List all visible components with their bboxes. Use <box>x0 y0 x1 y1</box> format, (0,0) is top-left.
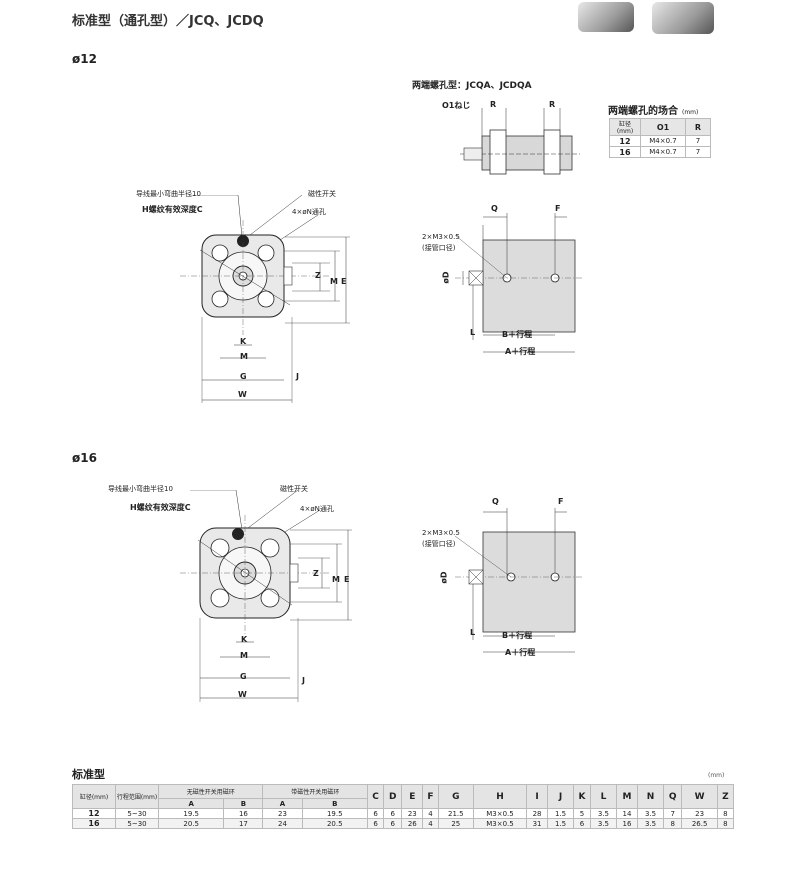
label-j-d16: J <box>302 676 305 685</box>
table-row: 12 M4×0.7 7 <box>609 135 711 147</box>
th-sub: B <box>223 798 264 809</box>
port-table: 缸径(mm) O1 R 12 M4×0.7 7 16 M4×0.7 7 <box>609 118 711 158</box>
section-title-d12: ø12 <box>72 52 97 66</box>
section-title-d16: ø16 <box>72 451 97 465</box>
th-col: Q <box>663 784 683 809</box>
table-row: 12 5~30 19.5 16 23 19.5 6 6 23 4 21.5 M3… <box>72 808 735 819</box>
product-photo-2 <box>652 2 714 34</box>
label-f-d16: F <box>558 497 564 506</box>
threaded-end-drawing <box>460 108 580 175</box>
label-k-d16: K <box>241 635 248 644</box>
label-j-d12: J <box>296 372 299 381</box>
port-th-bore: 缸径(mm) <box>609 118 641 136</box>
label-w-d16: W <box>238 690 247 699</box>
o1-label: O1ねじ <box>442 101 471 110</box>
label-port-d16: 2×M3×0.5 <box>422 529 460 537</box>
port-th-r: R <box>685 118 711 136</box>
main-table-title: 标准型 <box>72 768 105 781</box>
th-bore: 缸径(mm) <box>72 784 116 809</box>
label-n-holes-d16: 4×øN通孔 <box>300 505 334 513</box>
main-table-unit: (mm) <box>708 772 725 779</box>
label-n-holes-d12: 4×øN通孔 <box>292 208 326 216</box>
dimension-table: 缸径(mm) 行程范围(mm) 无磁性开关用磁环 带磁性开关用磁环 C D E … <box>72 784 735 829</box>
th-col: F <box>422 784 439 809</box>
th-col: M <box>615 784 639 809</box>
th-col: E <box>401 784 424 809</box>
label-m-side-d12: M <box>330 277 338 286</box>
label-min-bend-d12: 导线最小弯曲半径10 <box>136 190 201 198</box>
label-m-d16: M <box>240 651 248 660</box>
table-row: 16 5~30 20.5 17 24 20.5 6 6 26 4 25 M3×0… <box>72 818 735 829</box>
th-col: C <box>366 784 385 809</box>
label-z-d12: Z <box>315 271 321 280</box>
side-view-d16 <box>455 508 583 653</box>
th-no-mag: 无磁性开关用磁环 <box>157 784 264 799</box>
th-col: D <box>383 784 403 809</box>
th-col: I <box>525 784 549 809</box>
label-z-d16: Z <box>313 569 319 578</box>
label-port-sub-d12: (接管口径) <box>422 244 456 252</box>
th-col: N <box>637 784 665 809</box>
label-d-d16: øD <box>439 571 449 584</box>
page-title: 标准型（通孔型）／JCQ、JCDQ <box>72 14 264 29</box>
label-h-thread-d12: H螺纹有效深度C <box>142 205 203 214</box>
label-q-d12: Q <box>491 204 498 213</box>
label-e-d16: E <box>344 575 350 584</box>
label-m-d12: M <box>240 352 248 361</box>
label-b-stroke-d16: B＋行程 <box>502 631 533 640</box>
label-q-d16: Q <box>492 497 499 506</box>
th-sub: A <box>262 798 303 809</box>
th-sub: B <box>301 798 368 809</box>
threaded-view-title: 两端螺孔型：JCQA、JCDQA <box>412 81 532 91</box>
label-l-d12: L <box>470 328 476 337</box>
r-label-2: R <box>549 100 556 109</box>
th-col: Z <box>716 784 735 809</box>
label-h-thread-d16: H螺纹有效深度C <box>130 503 191 512</box>
side-view-d12 <box>455 213 583 353</box>
label-e-d12: E <box>341 277 347 286</box>
label-switch-d12: 磁性开关 <box>308 190 336 198</box>
product-photo-1 <box>578 2 634 32</box>
front-view-d16 <box>180 490 352 702</box>
label-min-bend-d16: 导线最小弯曲半径10 <box>108 485 173 493</box>
th-col: G <box>437 784 474 809</box>
table-row: 16 M4×0.7 7 <box>609 146 711 158</box>
label-port-d12: 2×M3×0.5 <box>422 233 460 241</box>
th-col: L <box>590 784 617 809</box>
r-label-1: R <box>490 100 497 109</box>
label-a-stroke-d12: A＋行程 <box>505 347 536 356</box>
label-b-stroke-d12: B＋行程 <box>502 330 533 339</box>
label-d-d12: øD <box>441 271 451 284</box>
th-stroke: 行程范围(mm) <box>115 784 159 809</box>
port-th-o1: O1 <box>640 118 686 136</box>
th-col: H <box>472 784 527 809</box>
label-port-sub-d16: (接管口径) <box>422 540 456 548</box>
label-g-d16: G <box>240 672 247 681</box>
label-l-d16: L <box>470 628 476 637</box>
label-f-d12: F <box>555 204 561 213</box>
label-g-d12: G <box>240 372 247 381</box>
th-sub: A <box>157 798 225 809</box>
label-w-d12: W <box>238 390 247 399</box>
label-a-stroke-d16: A＋行程 <box>505 648 536 657</box>
th-col: J <box>547 784 574 809</box>
th-col: W <box>681 784 718 809</box>
label-k-d12: K <box>240 337 247 346</box>
label-switch-d16: 磁性开关 <box>280 485 308 493</box>
label-m-side-d16: M <box>332 575 340 584</box>
port-table-title: 两端螺孔的场合(mm) <box>608 106 699 117</box>
front-view-d12 <box>180 195 350 403</box>
th-with-mag: 带磁性开关用磁环 <box>262 784 368 799</box>
th-col: K <box>572 784 592 809</box>
